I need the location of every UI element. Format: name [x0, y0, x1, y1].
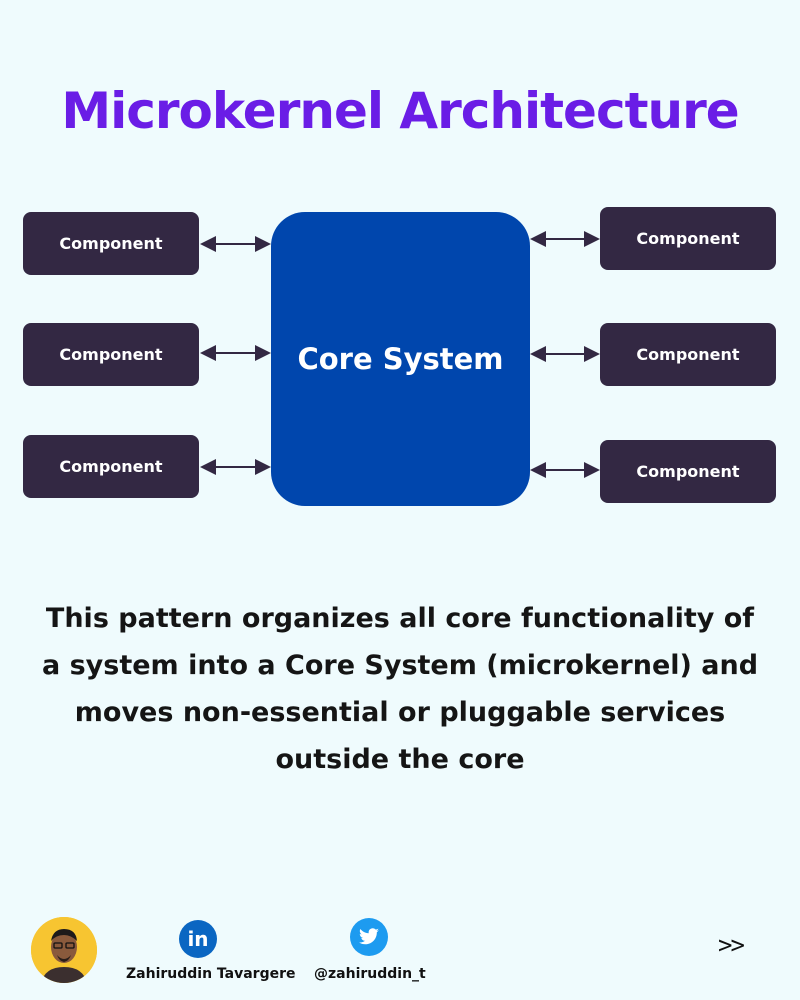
author-name: Zahiruddin Tavargere [126, 966, 296, 982]
component-left-1: Component [23, 212, 199, 275]
description-line-4: outside the core [275, 744, 525, 775]
page-title: Microkernel Architecture [61, 82, 739, 140]
twitter-bird-icon [359, 928, 379, 945]
description-line-3: moves non-essential or pluggable service… [74, 697, 726, 728]
core-system-box: Core System [271, 212, 530, 506]
avatar [31, 917, 97, 983]
linkedin-icon[interactable]: in [179, 920, 217, 958]
twitter-handle: @zahiruddin_t [314, 966, 426, 982]
next-page-indicator[interactable]: >> [718, 931, 745, 959]
description-line-1: This pattern organizes all core function… [45, 603, 755, 634]
description: This pattern organizes all core function… [20, 595, 780, 783]
component-right-2: Component [600, 323, 776, 386]
component-left-3: Component [23, 435, 199, 498]
description-line-2: a system into a Core System (microkernel… [41, 650, 759, 681]
avatar-portrait-icon [31, 917, 97, 983]
twitter-icon[interactable] [350, 918, 388, 956]
component-right-1: Component [600, 207, 776, 270]
linkedin-icon-text: in [187, 927, 209, 951]
component-right-3: Component [600, 440, 776, 503]
component-left-2: Component [23, 323, 199, 386]
